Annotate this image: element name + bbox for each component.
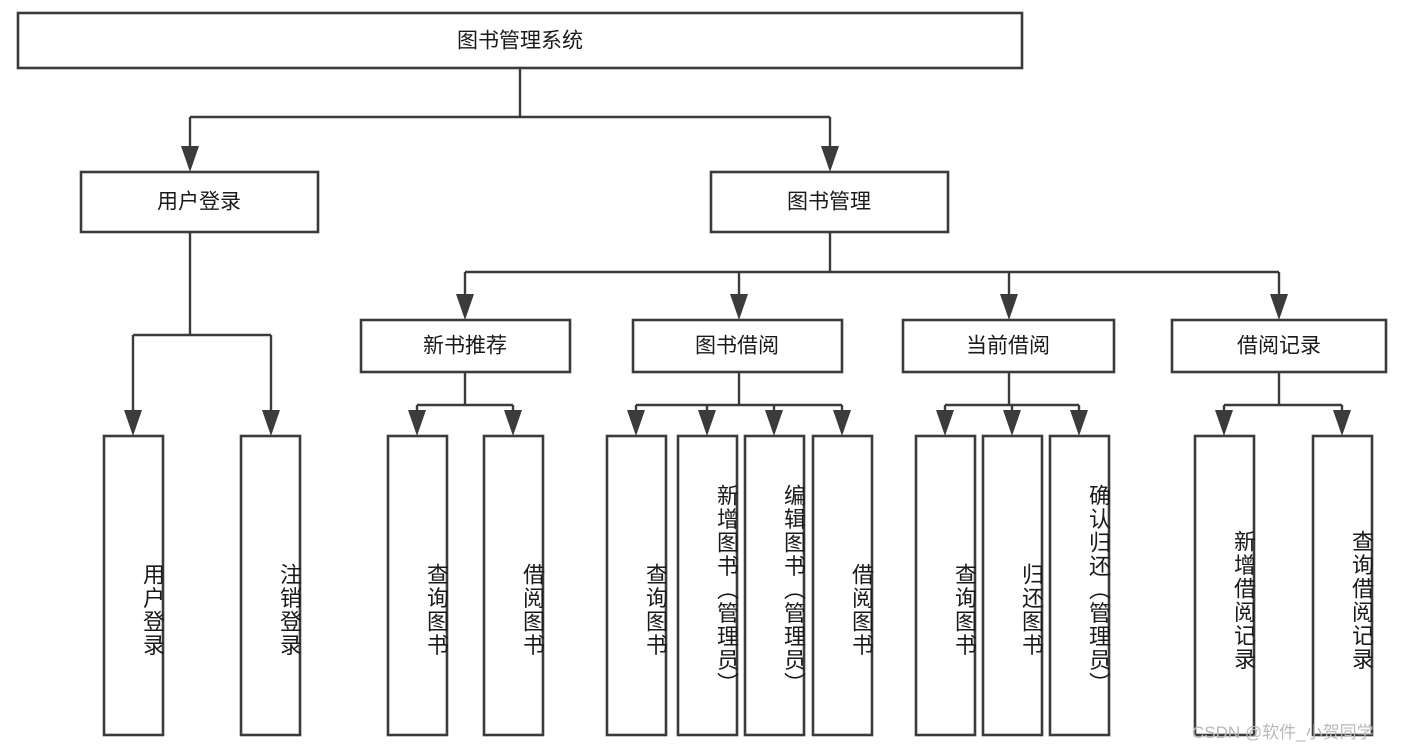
node-leaf-query-record-box[interactable] <box>1311 434 1374 737</box>
arrow-bookmgmt-c4-icon <box>1270 294 1288 320</box>
node-leaf-query-books-2-box[interactable] <box>605 434 668 737</box>
node-borrow-records-label: 借阅记录 <box>1237 335 1321 358</box>
node-leaf-borrow-books-1-box[interactable] <box>482 434 545 737</box>
connector-group-bookmgmt <box>456 232 1288 320</box>
node-leaf-add-record-box[interactable] <box>1193 434 1256 737</box>
csdn-watermark: CSDN @软件_小贺同学 <box>1192 723 1374 742</box>
connector-group-borrow <box>627 372 851 436</box>
node-borrow-records-box[interactable] <box>1170 318 1388 374</box>
arrow-current-leaf2-icon <box>1003 410 1021 436</box>
node-book-borrow-label: 图书借阅 <box>695 335 779 358</box>
node-book-borrow-box[interactable] <box>631 318 844 374</box>
node-root[interactable]: 图书管理系统 <box>16 11 1024 70</box>
arrow-borrow-leaf3-icon <box>765 410 783 436</box>
node-leaf-borrow-books-2-box[interactable] <box>811 434 874 737</box>
arrow-current-leaf1-icon <box>936 410 954 436</box>
node-book-management[interactable]: 图书管理 <box>709 170 950 234</box>
connector-group-current <box>936 372 1088 436</box>
connector-group-records <box>1215 372 1351 436</box>
connector-group-root <box>181 68 839 172</box>
node-leaf-query-books-3-box[interactable] <box>914 434 977 737</box>
node-user-login-box[interactable] <box>79 170 320 234</box>
node-borrow-records[interactable]: 借阅记录 <box>1170 318 1388 374</box>
node-leaf-confirm-return-box[interactable] <box>1048 434 1111 737</box>
node-leaf-edit-book-box[interactable] <box>743 434 806 737</box>
arrow-root-to-userlogin-icon <box>181 146 199 172</box>
node-leaf-logout-box[interactable] <box>239 434 302 737</box>
connector-group-newbooks <box>408 372 522 436</box>
arrow-bookmgmt-c1-icon <box>456 294 474 320</box>
node-user-login[interactable]: 用户登录 <box>79 170 320 234</box>
arrow-borrow-leaf1-icon <box>627 410 645 436</box>
node-root-label: 图书管理系统 <box>457 30 583 53</box>
node-leaf-user-login-box[interactable] <box>102 434 165 737</box>
node-root-box[interactable] <box>16 11 1024 70</box>
arrow-borrow-leaf4-icon <box>833 410 851 436</box>
arrow-bookmgmt-c2-icon <box>730 294 748 320</box>
arrow-current-leaf3-icon <box>1070 410 1088 436</box>
arrow-userlogin-leaf2-icon <box>262 410 280 436</box>
node-book-management-box[interactable] <box>709 170 950 234</box>
arrow-bookmgmt-c3-icon <box>1000 294 1018 320</box>
connector-group-userlogin <box>124 232 280 436</box>
node-leaf-query-books-1-box[interactable] <box>386 434 449 737</box>
node-current-borrow-label: 当前借阅 <box>966 335 1050 358</box>
node-book-management-label: 图书管理 <box>787 191 871 214</box>
node-current-borrow[interactable]: 当前借阅 <box>901 318 1116 374</box>
node-new-book-recommend-box[interactable] <box>359 318 572 374</box>
arrow-newbooks-leaf1-icon <box>408 410 426 436</box>
node-user-login-label: 用户登录 <box>157 191 241 214</box>
node-new-book-recommend-label: 新书推荐 <box>423 335 507 358</box>
arrow-root-to-bookmgmt-icon <box>821 146 839 172</box>
node-leaf-return-book-box[interactable] <box>981 434 1044 737</box>
arrow-userlogin-leaf1-icon <box>124 410 142 436</box>
node-book-borrow[interactable]: 图书借阅 <box>631 318 844 374</box>
arrow-newbooks-leaf2-icon <box>504 410 522 436</box>
arrow-borrow-leaf2-icon <box>698 410 716 436</box>
arrow-records-leaf2-icon <box>1333 410 1351 436</box>
node-current-borrow-box[interactable] <box>901 318 1116 374</box>
node-new-book-recommend[interactable]: 新书推荐 <box>359 318 572 374</box>
arrow-records-leaf1-icon <box>1215 410 1233 436</box>
node-leaf-add-book-box[interactable] <box>676 434 739 737</box>
